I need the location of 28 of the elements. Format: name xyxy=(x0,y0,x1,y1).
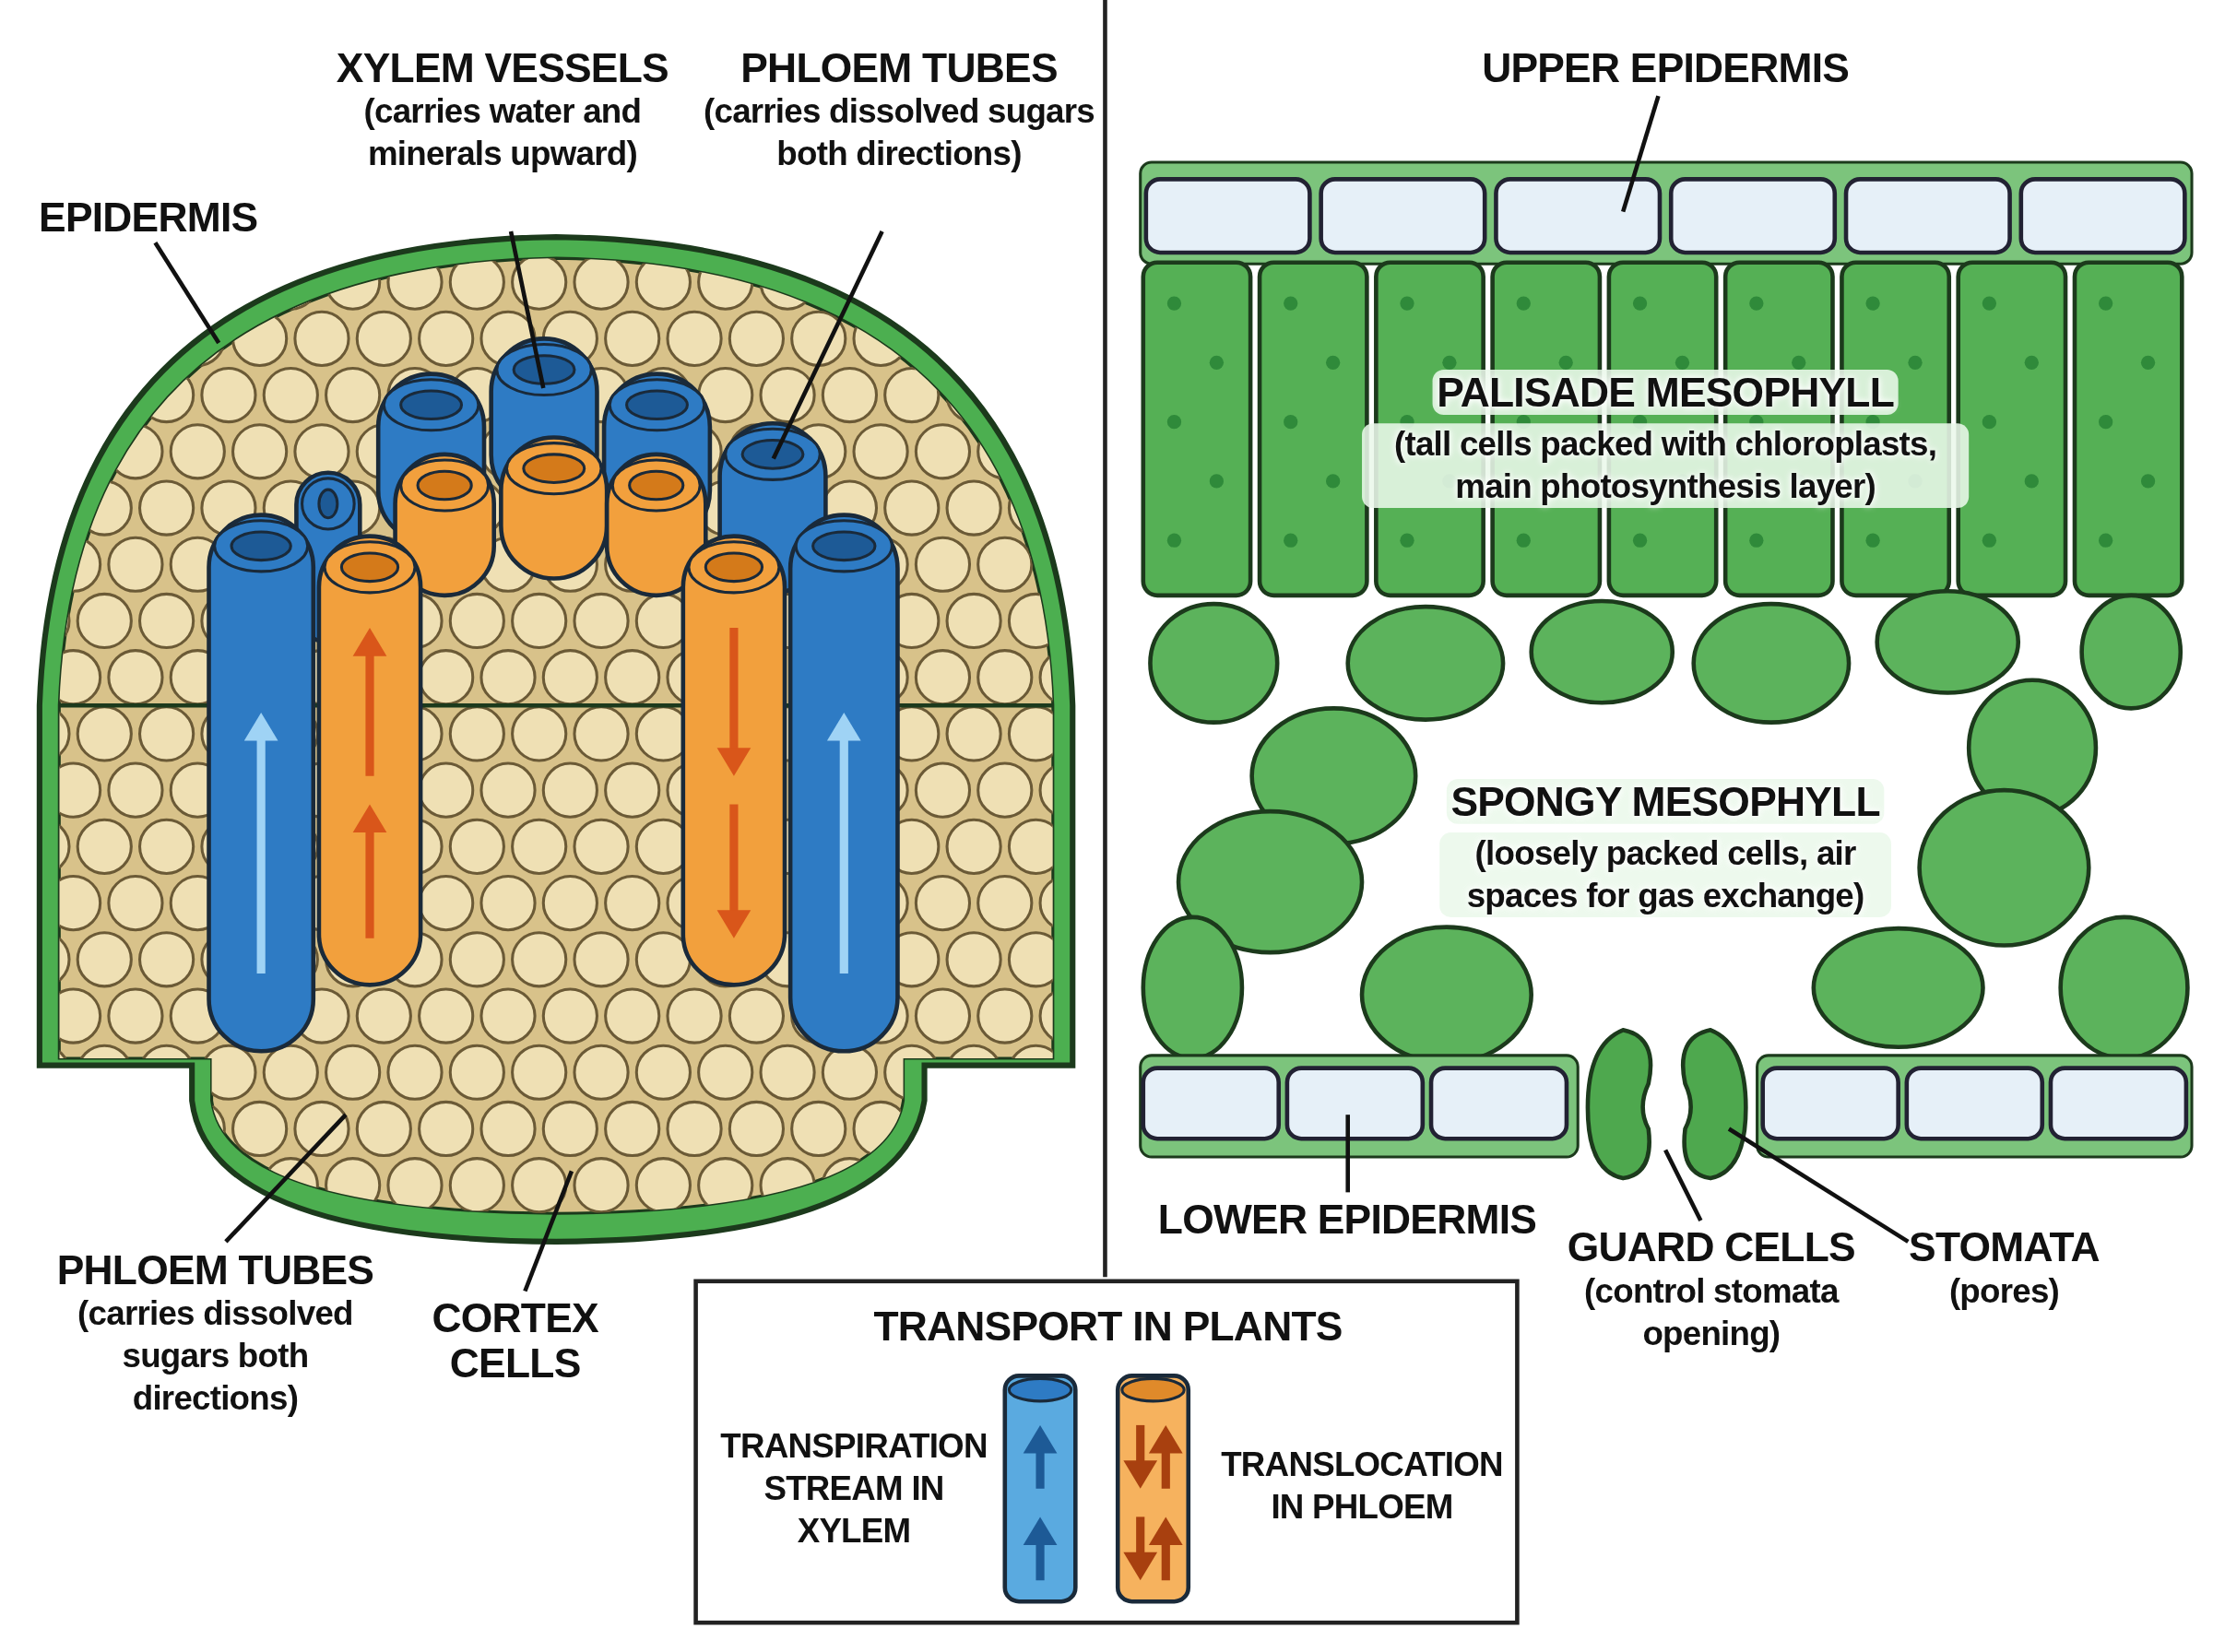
part-label: XYLEM VESSELS xyxy=(335,45,669,90)
leader-line xyxy=(771,230,884,460)
legend-label: TRANSPIRATION STREAM IN XYLEM xyxy=(719,1425,988,1552)
part-description: (control stomata opening) xyxy=(1583,1270,1840,1354)
leader-line xyxy=(224,1113,348,1244)
leader-line xyxy=(1345,1115,1350,1193)
leader-line xyxy=(153,242,221,345)
part-label: PHLOEM TUBES xyxy=(55,1247,375,1293)
part-label: CORTEX CELLS xyxy=(431,1295,599,1386)
part-description: (carries dissolved sugars both directions) xyxy=(77,1292,354,1419)
part-description: (carries dissolved sugars both directions) xyxy=(703,90,1095,174)
layer-description: (loosely packed cells, air spaces for gas exchange) xyxy=(1439,832,1891,917)
part-label: EPIDERMIS xyxy=(38,195,259,241)
part-description: (carries water and minerals upward) xyxy=(362,90,643,174)
legend-title: TRANSPORT IN PLANTS xyxy=(872,1304,1343,1350)
leader-line xyxy=(523,1170,574,1292)
part-label: STOMATA xyxy=(1908,1224,2101,1270)
part-label: LOWER EPIDERMIS xyxy=(1156,1196,1538,1242)
leader-line xyxy=(1727,1127,1910,1244)
part-label: PHLOEM TUBES xyxy=(740,45,1059,90)
legend-label: TRANSLOCATION IN PHLOEM xyxy=(1220,1444,1504,1528)
leader-line xyxy=(1663,1149,1703,1221)
part-label: GUARD CELLS xyxy=(1566,1224,1856,1270)
part-description: (pores) xyxy=(1947,1270,2061,1312)
layer-description: (tall cells packed with chloroplasts, main photosynthesis layer) xyxy=(1362,423,1970,508)
part-label: UPPER EPIDERMIS xyxy=(1481,45,1851,90)
leader-line xyxy=(1621,95,1661,213)
leader-line xyxy=(508,230,546,389)
